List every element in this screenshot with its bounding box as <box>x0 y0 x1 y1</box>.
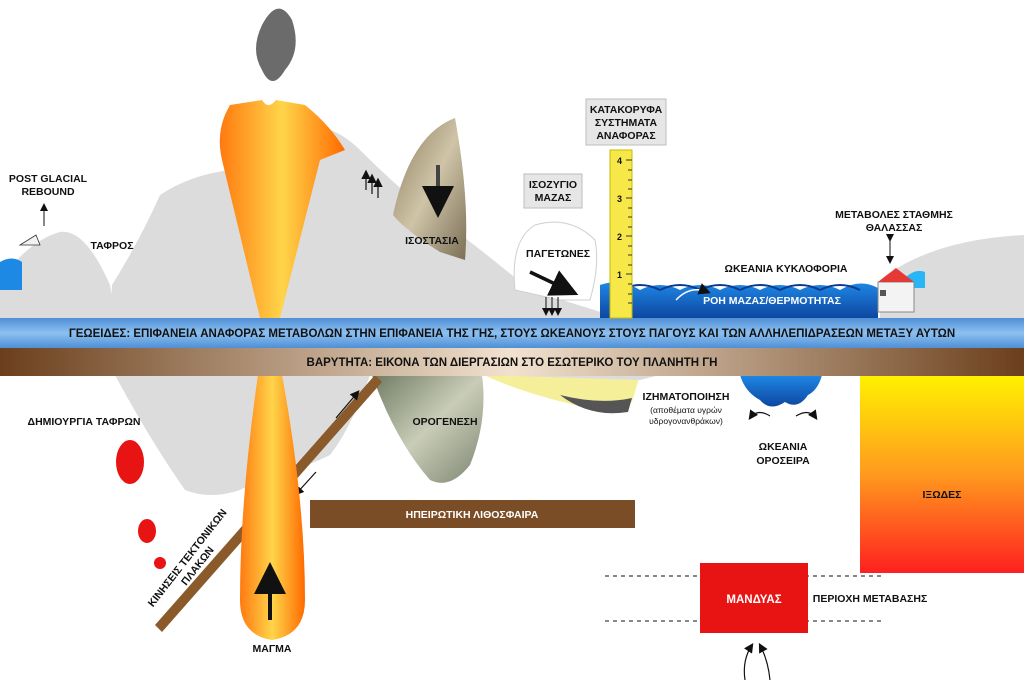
plate-arrow-lower <box>294 471 317 496</box>
ridge-arrow-left <box>748 409 771 420</box>
sediment-wedge <box>484 375 640 407</box>
label-magma: ΜΑΓΜΑ <box>253 643 292 655</box>
label-mantle: ΜΑΝΔΥΑΣ <box>726 594 781 606</box>
label-ocean-ridge-1: ΩΚΕΑΝΙΑ <box>759 441 808 453</box>
continental-lithosphere-bar <box>310 500 635 528</box>
mass-balance-box <box>523 173 583 209</box>
left-sea <box>0 258 22 290</box>
label-mass-flow: ΡΟΗ ΜΑΖΑΣ/ΘΕΡΜΟΤΗΤΑΣ <box>703 295 841 307</box>
right-terrain <box>880 235 1024 318</box>
ocean <box>600 282 878 318</box>
upper-terrain <box>0 124 620 319</box>
ruler-tick-2: 2 <box>617 232 622 242</box>
trench-blob-small <box>154 557 166 569</box>
tide-gauge-window <box>880 290 886 296</box>
mantle-arrow-left <box>743 643 754 681</box>
geoid-band <box>0 318 1024 348</box>
label-kataklyfa-1: ΚΑΤΑΚΟΡΥΦΑ <box>590 104 663 116</box>
trench-blob-large <box>116 440 144 484</box>
ruler-tick-3: 3 <box>617 194 622 204</box>
label-viscosity: ΙΞΩΔΕΣ <box>923 489 962 501</box>
ruler-tick-1: 1 <box>617 270 622 280</box>
label-kataklyfa-2: ΣΥΣΤΗΜΑΤΑ <box>595 117 658 129</box>
glacier-load-arrows <box>542 297 562 316</box>
label-transition-zone: ΠΕΡΙΟΧΗ ΜΕΤΑΒΑΣΗΣ <box>813 593 928 605</box>
ruler-ticks <box>626 159 632 304</box>
label-trench-creation: ΔΗΜΙΟΥΡΓΙΑ ΤΑΦΡΩΝ <box>28 416 141 428</box>
label-isozygio-1: ΙΣΟΖΥΓΙΟ <box>529 179 577 191</box>
label-sea-level-1: ΜΕΤΑΒΟΛΕΣ ΣΤΑΘΜΗΣ <box>835 209 953 221</box>
mantle-box <box>700 563 808 633</box>
label-orogeny: ΟΡΟΓΕΝΕΣΗ <box>412 416 477 428</box>
gravity-band <box>0 348 1024 376</box>
lower-wedge-gray <box>484 375 660 380</box>
plate-arrow-upper <box>335 390 360 419</box>
tide-gauge-roof <box>878 268 914 282</box>
label-kataklyfa-3: ΑΝΑΦΟΡΑΣ <box>596 130 655 142</box>
uplift-arrows <box>361 169 383 198</box>
trench-blob-medium <box>138 519 156 543</box>
label-isostasia: ΙΣΟΣΤΑΣΙΑ <box>405 235 459 247</box>
label-tafros: ΤΑΦΡΟΣ <box>90 240 133 252</box>
ocean-ridge <box>740 375 822 407</box>
ridge-arrow-right <box>795 409 818 420</box>
label-post-glacial-2: REBOUND <box>21 186 75 198</box>
mantle-arrow-right <box>758 642 771 681</box>
volcano-ash-plume <box>256 8 296 81</box>
vertical-reference-box <box>585 98 667 146</box>
label-pagetones: ΠΑΓΕΤΩΝΕΣ <box>526 248 590 260</box>
label-sedimentation-2: (αποθέματα υγρών <box>650 405 722 415</box>
glacier-flow-arrow <box>529 270 579 296</box>
label-continental-lithosphere: ΗΠΕΙΡΩΤΙΚΗ ΛΙΘΟΣΦΑΙΡΑ <box>406 509 539 521</box>
label-sea-level-2: ΘΑΛΑΣΣΑΣ <box>866 222 923 234</box>
tide-gauge-house <box>877 281 915 313</box>
label-ocean-ridge-2: ΟΡΟΣΕΙΡΑ <box>756 455 810 467</box>
reference-ruler <box>609 149 633 319</box>
orogeny-rock-lower <box>372 375 484 483</box>
glacier-shape <box>513 221 598 301</box>
label-sedimentation-3: υδρογονανθράκων) <box>649 416 723 426</box>
ocean-waves <box>619 284 861 292</box>
ice-block-icon <box>18 234 41 246</box>
ruler-tick-4: 4 <box>617 156 622 166</box>
label-post-glacial-1: POST GLACIAL <box>9 173 88 185</box>
volcano-lava-upper <box>219 100 345 318</box>
label-geoid: ΓΕΩΕΙΔΕΣ: ΕΠΙΦΑΝΕΙΑ ΑΝΑΦΟΡΑΣ ΜΕΤΑΒΟΛΩΝ Σ… <box>69 328 955 340</box>
mass-flow-arrow <box>675 283 711 301</box>
sediment-dark <box>560 395 632 414</box>
label-isozygio-2: ΜΑΖΑΣ <box>535 192 572 204</box>
label-gravity: ΒΑΡΥΤΗΤΑ: ΕΙΚΟΝΑ ΤΩΝ ΔΙΕΡΓΑΣΙΩΝ ΣΤΟ ΕΣΩΤ… <box>307 357 718 369</box>
viscosity-box <box>860 375 1024 573</box>
label-sedimentation-1: ΙΖΗΜΑΤΟΠΟΙΗΣΗ <box>643 391 730 403</box>
label-ocean-circulation: ΩΚΕΑΝΙΑ ΚΥΚΛΟΦΟΡΙΑ <box>725 263 848 275</box>
